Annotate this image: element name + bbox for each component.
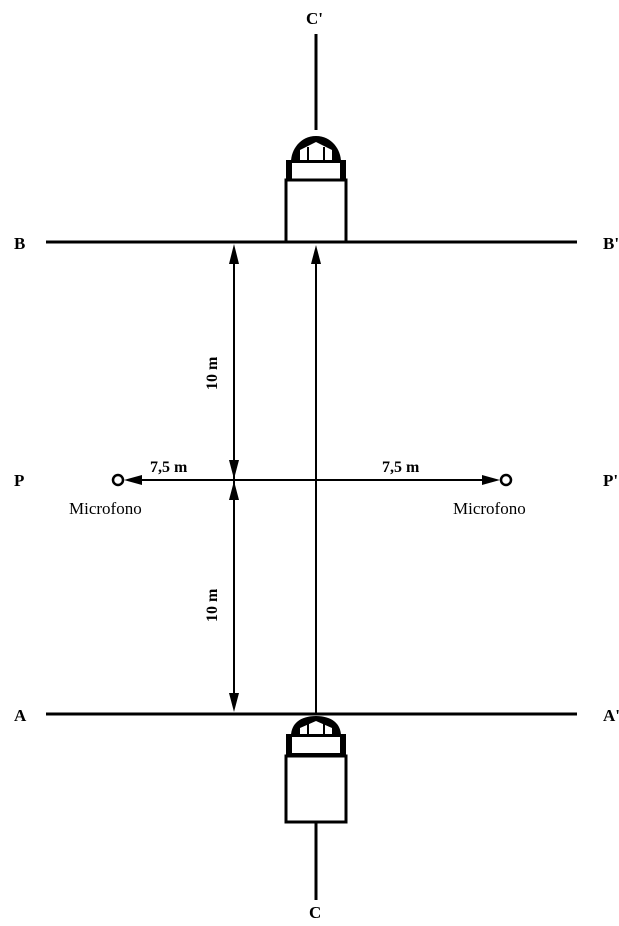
arrowhead-icon <box>229 693 239 712</box>
label-line-p-left: P <box>14 471 24 490</box>
microphone-left-label: Microfono <box>69 499 142 518</box>
vehicle-icon <box>284 716 348 824</box>
label-line-p-right: P' <box>603 471 618 490</box>
microphone-right-label: Microfono <box>453 499 526 518</box>
arrowhead-icon <box>482 475 500 485</box>
label-line-b-right: B' <box>603 234 619 253</box>
label-line-b-left: B <box>14 234 25 253</box>
arrowhead-icon <box>229 481 239 500</box>
label-path-top: C' <box>306 9 323 28</box>
label-line-a-right: A' <box>603 706 619 725</box>
dimension-right-label: 7,5 m <box>382 459 420 476</box>
microphone-icon <box>111 473 125 487</box>
label-path-bottom: C <box>309 903 321 922</box>
arrowhead-icon <box>229 460 239 479</box>
label-line-a-left: A <box>14 706 27 725</box>
vehicle-icon <box>284 136 348 244</box>
dimension-lower-label: 10 m <box>204 588 221 622</box>
dimension-left-label: 7,5 m <box>150 459 188 476</box>
arrowhead-icon <box>124 475 142 485</box>
arrowhead-icon <box>311 245 321 264</box>
dimension-upper-label: 10 m <box>204 356 221 390</box>
microphone-icon <box>499 473 513 487</box>
arrowhead-icon <box>229 244 239 264</box>
